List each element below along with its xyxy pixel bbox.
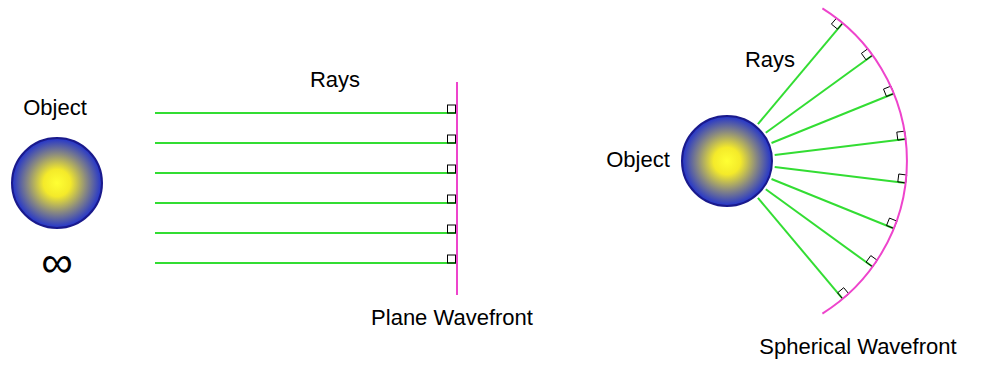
ray [766, 189, 873, 267]
wavefront-label: Spherical Wavefront [759, 336, 956, 358]
ray [775, 139, 906, 155]
right-angle-markers [831, 18, 906, 299]
plane-wavefront [456, 82, 458, 295]
right-angle-mark [448, 225, 456, 233]
wavefront-label: Plane Wavefront [371, 307, 533, 329]
right-angle-mark [448, 195, 456, 203]
ray [758, 198, 843, 299]
rays-label: Rays [745, 49, 795, 71]
right-angle-mark [448, 165, 456, 173]
ray [775, 167, 906, 183]
ray [155, 172, 456, 174]
ray [155, 202, 456, 204]
ray [155, 112, 456, 114]
ray [772, 179, 894, 229]
infinity-symbol: ∞ [41, 240, 72, 284]
ray [772, 94, 894, 144]
object-label: Object [23, 97, 87, 119]
object-sphere [682, 116, 772, 206]
object-sphere [12, 138, 102, 228]
ray [155, 262, 456, 264]
object-label: Object [606, 149, 670, 171]
right-angle-mark [448, 135, 456, 143]
right-angle-mark [448, 105, 456, 113]
ray [155, 142, 456, 144]
right-angle-mark [448, 255, 456, 263]
ray [155, 232, 456, 234]
parallel-rays [155, 113, 456, 263]
right-angle-markers [448, 105, 456, 263]
spherical-wavefront [822, 8, 907, 313]
ray [758, 23, 843, 124]
rays-label: Rays [310, 69, 360, 91]
